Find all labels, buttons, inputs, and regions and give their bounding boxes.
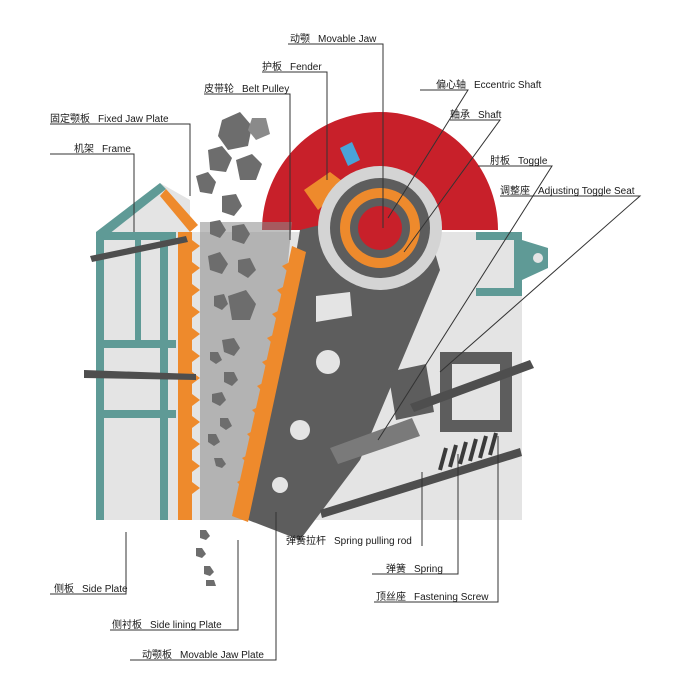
label-side-plate: 侧板 Side Plate bbox=[54, 584, 128, 596]
label-adjusting-toggle-seat-zh: 调整座 bbox=[500, 186, 530, 197]
spring-coils bbox=[438, 432, 498, 471]
label-belt-pulley-en: Belt Pulley bbox=[242, 84, 290, 95]
jaw-hole-1 bbox=[316, 350, 340, 374]
frame-right bbox=[476, 232, 548, 296]
leader-lines bbox=[50, 43, 642, 661]
label-belt-pulley: 皮带轮 Belt Pulley bbox=[204, 84, 289, 96]
fender-clip bbox=[340, 142, 360, 166]
label-frame-zh: 机架 bbox=[74, 144, 94, 155]
label-side-plate-en: Side Plate bbox=[82, 584, 128, 595]
spring-pulling-rod bbox=[320, 448, 522, 518]
label-fender: 护板 Fender bbox=[262, 62, 322, 74]
fender bbox=[304, 172, 346, 210]
label-movable-jaw-plate: 动颚板 Movable Jaw Plate bbox=[142, 650, 264, 662]
label-side-lining-plate-zh: 侧衬板 bbox=[112, 620, 142, 631]
label-toggle-zh: 肘板 bbox=[490, 156, 510, 167]
rocks bbox=[196, 112, 270, 586]
label-shaft-en: Shaft bbox=[478, 110, 502, 121]
label-frame-en: Frame bbox=[102, 144, 131, 155]
label-fastening-screw-zh: 顶丝座 bbox=[376, 592, 406, 603]
label-side-lining-plate: 侧衬板 Side lining Plate bbox=[112, 620, 222, 632]
label-fixed-jaw-plate-zh: 固定颚板 bbox=[50, 114, 90, 125]
label-spring-zh: 弹簧 bbox=[386, 564, 406, 575]
label-fastening-screw-en: Fastening Screw bbox=[414, 592, 489, 603]
label-side-plate-zh: 侧板 bbox=[54, 584, 74, 595]
label-movable-jaw-plate-en: Movable Jaw Plate bbox=[180, 650, 264, 661]
toggle-plate bbox=[330, 418, 420, 464]
label-toggle: 肘板 Toggle bbox=[490, 156, 547, 168]
label-fastening-screw: 顶丝座 Fastening Screw bbox=[376, 592, 488, 604]
eccentric-shaft-core bbox=[358, 206, 402, 250]
label-eccentric-shaft-zh: 偏心轴 bbox=[436, 80, 466, 91]
jaw-hole-2 bbox=[290, 420, 310, 440]
label-spring-pulling-rod-zh: 弹簧拉杆 bbox=[286, 536, 326, 547]
movable-jaw-plate bbox=[232, 246, 306, 522]
movable-jaw-teeth bbox=[237, 262, 290, 488]
label-movable-jaw: 动颚 Movable Jaw bbox=[290, 34, 376, 46]
fastening-screw bbox=[410, 360, 534, 412]
label-fixed-jaw-plate-en: Fixed Jaw Plate bbox=[98, 114, 169, 125]
label-shaft-zh: 轴承 bbox=[450, 110, 470, 121]
label-movable-jaw-plate-zh: 动颚板 bbox=[142, 650, 172, 661]
label-movable-jaw-zh: 动颚 bbox=[290, 34, 310, 45]
label-frame: 机架 Frame bbox=[74, 144, 131, 156]
label-spring-pulling-rod-en: Spring pulling rod bbox=[334, 536, 412, 547]
label-fixed-jaw-plate: 固定颚板 Fixed Jaw Plate bbox=[50, 114, 169, 126]
fixed-jaw-top-slope bbox=[160, 189, 198, 232]
label-fender-en: Fender bbox=[290, 62, 322, 73]
label-eccentric-shaft: 偏心轴 Eccentric Shaft bbox=[436, 80, 541, 92]
label-adjusting-toggle-seat: 调整座 Adjusting Toggle Seat bbox=[500, 186, 635, 198]
label-toggle-en: Toggle bbox=[518, 156, 548, 167]
label-fender-zh: 护板 bbox=[262, 62, 282, 73]
label-spring: 弹簧 Spring bbox=[386, 564, 443, 576]
jaw-hole-3 bbox=[272, 477, 288, 493]
label-shaft: 轴承 Shaft bbox=[450, 110, 501, 122]
frame-bolts bbox=[84, 236, 196, 380]
jaw-slot bbox=[316, 292, 352, 322]
label-spring-en: Spring bbox=[414, 564, 443, 575]
label-movable-jaw-en: Movable Jaw bbox=[318, 34, 377, 45]
label-side-lining-plate-en: Side lining Plate bbox=[150, 620, 222, 631]
label-spring-pulling-rod: 弹簧拉杆 Spring pulling rod bbox=[286, 536, 412, 548]
label-belt-pulley-zh: 皮带轮 bbox=[204, 84, 234, 95]
label-eccentric-shaft-en: Eccentric Shaft bbox=[474, 80, 542, 91]
label-adjusting-toggle-seat-en: Adjusting Toggle Seat bbox=[538, 186, 635, 197]
